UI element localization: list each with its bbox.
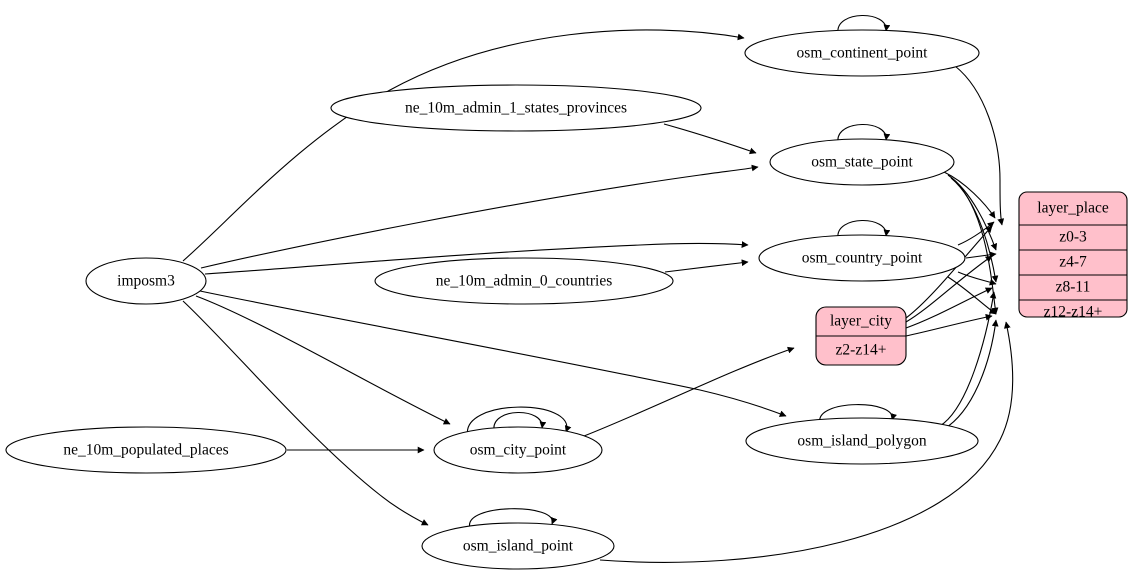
edge-osm-island-polygon-layer-place-z12	[943, 319, 999, 430]
node-label-osm-island-point: osm_island_point	[463, 538, 574, 555]
edge-osm-country-point-layer-place-z811	[957, 271, 997, 286]
node-label-osm-city-point: osm_city_point	[470, 442, 567, 459]
node-layer-city[interactable]: layer_city z2-z14+	[815, 306, 907, 366]
edge-ne-countries-osm-country-point	[664, 259, 749, 273]
edges-layer	[182, 14, 1014, 563]
layer-city-title: layer_city	[830, 313, 892, 330]
layer-place-row-z8-11[interactable]: z8-11	[1056, 279, 1091, 296]
node-label-ne-states: ne_10m_admin_1_states_provinces	[405, 100, 627, 117]
edge-layer-city-layer-place-z12	[905, 313, 993, 337]
edge-imposm3-osm-island-point	[182, 300, 429, 526]
edge-self-loop-osm-island-polygon	[819, 404, 897, 424]
node-imposm3[interactable]: imposm3	[85, 257, 207, 305]
layer-place-row-z4-7[interactable]: z4-7	[1059, 254, 1087, 271]
edge-osm-continent-point-layer-place	[954, 65, 1005, 226]
node-label-ne-countries: ne_10m_admin_0_countries	[436, 273, 613, 290]
node-label-ne-populated: ne_10m_populated_places	[63, 442, 228, 459]
layer-place-row-z12-z14[interactable]: z12-z14+	[1044, 304, 1103, 321]
edge-self-loop-osm-city-point	[493, 411, 547, 431]
edge-self-loop-osm-state-point	[837, 123, 891, 143]
edge-layer-city-layer-place-z47	[905, 255, 993, 323]
node-osm-island-point[interactable]: osm_island_point	[421, 522, 615, 570]
edge-osm-state-point-layer-place-z47	[947, 174, 998, 251]
edge-self-loop-osm-island-point	[469, 508, 558, 529]
layer-city-row-z2-z14[interactable]: z2-z14+	[836, 342, 887, 359]
edge-imposm3-osm-city-point	[195, 295, 451, 425]
edge-outer-loop-osm-city-point	[467, 406, 572, 438]
edge-imposm3-osm-state-point	[200, 164, 759, 269]
node-ne-10m-populated-places[interactable]: ne_10m_populated_places	[5, 426, 287, 474]
layer-place-row-z0-3[interactable]: z0-3	[1059, 229, 1087, 246]
node-osm-country-point[interactable]: osm_country_point	[758, 234, 966, 282]
node-layer-place[interactable]: layer_place z0-3 z4-7 z8-11 z12-z14+	[1018, 191, 1128, 321]
node-ne-10m-admin-0-countries[interactable]: ne_10m_admin_0_countries	[374, 257, 674, 305]
edge-self-loop-osm-continent-point	[837, 14, 891, 34]
edge-ne-states-osm-state-point	[663, 123, 757, 155]
nodes-layer: imposm3 ne_10m_admin_1_states_provinces …	[5, 29, 1128, 570]
node-label-imposm3: imposm3	[117, 273, 175, 290]
edge-osm-city-point-layer-city	[583, 346, 795, 437]
node-osm-island-polygon[interactable]: osm_island_polygon	[745, 417, 979, 465]
node-label-osm-island-polygon: osm_island_polygon	[797, 433, 926, 450]
edge-layer-city-layer-place-z811	[905, 287, 993, 329]
node-osm-continent-point[interactable]: osm_continent_point	[744, 29, 980, 77]
node-osm-city-point[interactable]: osm_city_point	[433, 426, 603, 474]
edge-osm-country-point-layer-place-z12	[947, 276, 997, 315]
layer-place-title: layer_place	[1037, 200, 1109, 217]
edge-osm-country-point-layer-place-z47	[965, 251, 997, 259]
edge-imposm3-osm-continent-point	[182, 29, 745, 262]
node-label-osm-country-point: osm_country_point	[802, 250, 923, 267]
edge-osm-island-point-layer-place	[599, 321, 1014, 563]
edge-osm-country-point-layer-place-z03	[957, 221, 995, 246]
edge-osm-island-polygon-layer-place-z811	[939, 291, 997, 427]
node-label-osm-state-point: osm_state_point	[811, 154, 913, 171]
node-osm-state-point[interactable]: osm_state_point	[769, 138, 955, 186]
edge-osm-state-point-layer-place-z12	[953, 179, 999, 315]
edge-imposm3-osm-island-polygon	[199, 290, 787, 417]
edge-imposm3-osm-country-point	[204, 241, 749, 275]
edge-self-loop-osm-country-point	[837, 219, 891, 239]
node-ne-10m-admin-1-states-provinces[interactable]: ne_10m_admin_1_states_provinces	[330, 84, 702, 132]
edge-osm-state-point-layer-place-z03	[943, 171, 996, 219]
edge-layer-city-layer-place-z03	[905, 225, 993, 319]
node-label-osm-continent-point: osm_continent_point	[797, 45, 929, 62]
